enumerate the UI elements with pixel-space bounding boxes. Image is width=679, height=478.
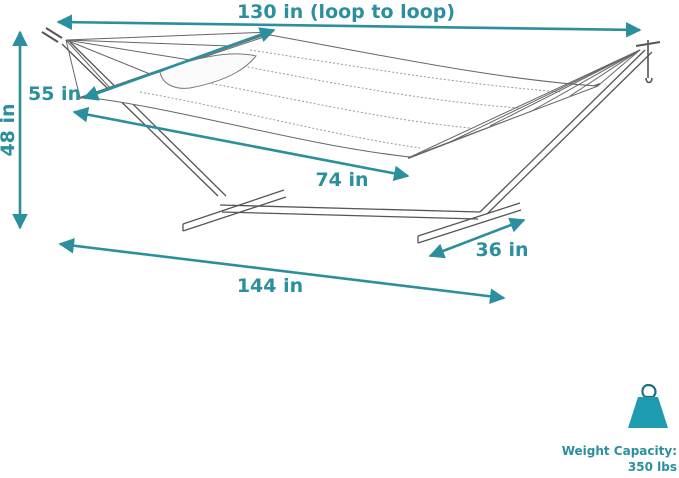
weight-icon bbox=[628, 383, 668, 428]
arrow-36 bbox=[428, 217, 526, 259]
arrow-74 bbox=[72, 106, 410, 182]
label-stand-depth: 36 in bbox=[475, 239, 528, 261]
label-bed-width: 55 in bbox=[28, 83, 81, 105]
arrow-144 bbox=[58, 237, 506, 305]
label-length-loop: 130 in (loop to loop) bbox=[237, 1, 455, 23]
label-stand-length: 144 in bbox=[237, 275, 303, 297]
weight-capacity-value: 350 lbs bbox=[627, 460, 677, 474]
arrow-55 bbox=[82, 27, 276, 101]
label-height: 48 in bbox=[0, 103, 19, 156]
hammock-bed bbox=[41, 27, 661, 160]
label-bed-length: 74 in bbox=[315, 169, 368, 191]
dimension-arrows bbox=[12, 14, 642, 305]
arrow-130 bbox=[56, 14, 642, 38]
weight-capacity-label: Weight Capacity: bbox=[561, 444, 677, 458]
